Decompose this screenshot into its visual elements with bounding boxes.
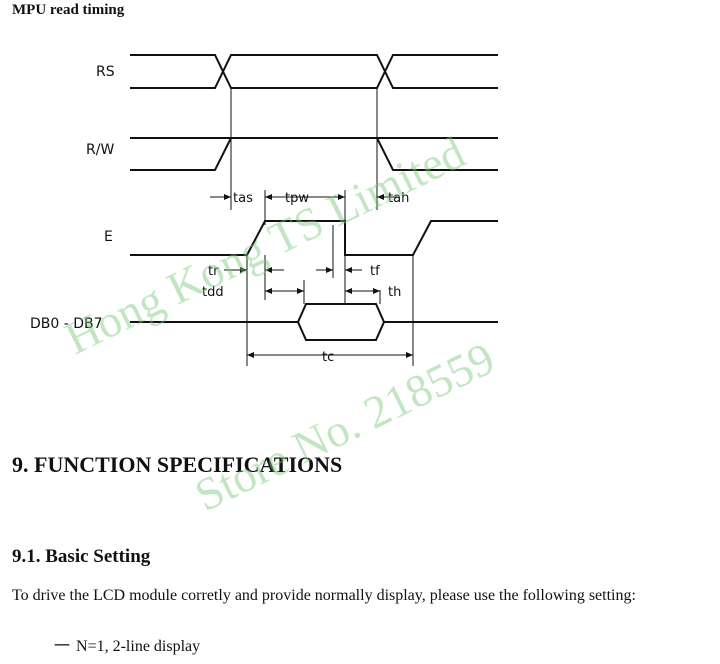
section-title: MPU read timing (12, 2, 125, 18)
timing-label-tc: tc (322, 350, 334, 365)
timing-label-tdd: tdd (202, 285, 224, 300)
section-heading-9: 9. FUNCTION SPECIFICATIONS (12, 452, 343, 477)
bullet-dash: 一 (54, 638, 71, 655)
rw-waveform (130, 137, 498, 171)
timing-label-tf: tf (370, 264, 380, 279)
timing-label-tr: tr (208, 264, 219, 279)
db-waveform (130, 303, 498, 341)
basic-setting-paragraph: To drive the LCD module corretly and pro… (12, 587, 636, 604)
bullet-item: 一 N=1, 2-line display (54, 632, 200, 656)
read-timing-diagram: RS R/W E DB0 - DB7 tas tpw tah tr tdd tf… (30, 54, 498, 366)
timing-label-tah: tah (388, 191, 409, 206)
e-waveform (130, 220, 498, 256)
signal-label-rs: RS (96, 64, 115, 80)
timing-label-tpw: tpw (285, 191, 309, 206)
signal-label-rw: R/W (86, 142, 114, 158)
signal-label-e: E (104, 229, 113, 245)
section-heading-9-1: 9.1. Basic Setting (12, 546, 151, 567)
timing-label-th: th (388, 285, 401, 300)
rs-waveform (130, 54, 498, 89)
timing-label-tas: tas (233, 191, 253, 206)
signal-label-db: DB0 - DB7 (30, 316, 103, 332)
bullet-text: N=1, 2-line display (76, 638, 201, 655)
